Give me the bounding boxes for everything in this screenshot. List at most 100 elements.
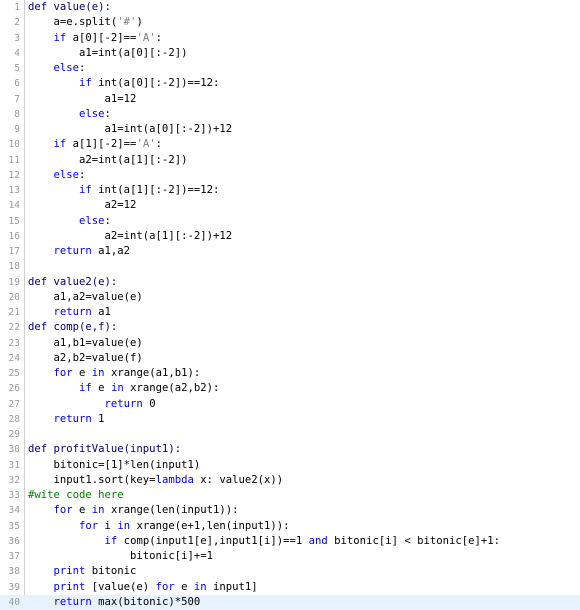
code-text: def value2(e): [28, 275, 117, 290]
code-token [28, 398, 105, 410]
code-text: return max(bitonic)*500 [28, 595, 201, 610]
code-token: ) [136, 16, 143, 29]
line-number: 37 [8, 551, 20, 562]
code-line[interactable]: 26 if e in xrange(a2,b2): [0, 381, 580, 396]
code-line[interactable]: 8 else: [0, 107, 580, 122]
code-text: print bitonic [28, 564, 137, 579]
code-token: bitonic=[1]*len(input1) [28, 458, 201, 471]
code-token: if [53, 31, 67, 44]
line-number: 12 [8, 169, 20, 181]
code-line[interactable]: 23 a1,b1=value(e) [0, 336, 580, 351]
code-line[interactable]: 13 if int(a[1][:-2])==12: [0, 183, 580, 198]
code-token: a2=12 [28, 199, 137, 212]
code-text: if a[1][-2]=='A': [28, 137, 162, 152]
code-line[interactable]: 11 a2=int(a[1][:-2]) [0, 153, 580, 168]
code-line[interactable]: 16 a2=int(a[1][:-2])+12 [0, 229, 580, 244]
code-line[interactable]: 34 for e in xrange(len(input1)): [0, 503, 580, 518]
code-line[interactable]: 37 bitonic[i]+=1 [0, 549, 580, 564]
code-line[interactable]: 21 return a1 [0, 305, 580, 320]
code-text: bitonic=[1]*len(input1) [28, 458, 201, 473]
code-token [28, 581, 54, 593]
code-text: input1.sort(key=lambda x: value2(x)) [28, 473, 284, 488]
code-text: for e in xrange(len(input1)): [28, 503, 239, 518]
code-text: return a1 [28, 305, 111, 320]
line-number: 33 [8, 490, 20, 501]
code-token [28, 565, 54, 577]
code-token: else [53, 62, 80, 74]
code-token: 'A' [136, 31, 156, 44]
code-token [28, 306, 54, 318]
code-line[interactable]: 20 a1,a2=value(e) [0, 290, 580, 305]
code-line[interactable]: 33#wite code here [0, 488, 580, 503]
code-line[interactable]: 38 print bitonic [0, 564, 580, 579]
code-line[interactable]: 2 a=e.split('#') [0, 15, 580, 30]
code-line[interactable]: 29 [0, 427, 580, 442]
code-line[interactable]: 36 if comp(input1[e],input1[i])==1 and b… [0, 534, 580, 549]
code-line[interactable]: 14 a2=12 [0, 198, 580, 213]
code-line[interactable]: 12 else: [0, 168, 580, 183]
code-token [28, 382, 79, 394]
code-line[interactable]: 17 return a1,a2 [0, 244, 580, 259]
code-text: if int(a[0][:-2])==12: [28, 76, 219, 91]
code-line[interactable]: 18 [0, 259, 580, 274]
code-token [28, 184, 79, 196]
code-line[interactable]: 32 input1.sort(key=lambda x: value2(x)) [0, 473, 580, 488]
code-text: else: [28, 107, 111, 122]
code-token: : [155, 31, 162, 44]
code-token: a[1][-2]== [66, 138, 137, 151]
code-text: a1=int(a[0][:-2]) [28, 46, 187, 61]
code-token: comp(input1[e],input1[i])==1 [117, 534, 309, 547]
code-text: def value(e): [28, 0, 111, 15]
code-line[interactable]: 10 if a[1][-2]=='A': [0, 137, 580, 152]
code-token: if [104, 534, 118, 547]
code-token: : [104, 214, 111, 227]
code-line[interactable]: 24 a2,b2=value(f) [0, 351, 580, 366]
code-line[interactable]: 19 def value2(e): [0, 275, 580, 290]
code-token: in [91, 504, 105, 517]
code-text: else: [28, 214, 111, 229]
code-token: if [53, 138, 67, 151]
line-number: 15 [8, 215, 20, 227]
code-line[interactable]: 31 bitonic=[1]*len(input1) [0, 458, 580, 473]
code-token: [value(e) [85, 580, 156, 593]
code-line[interactable]: 3 if a[0][-2]=='A': [0, 31, 580, 46]
code-token: a1=int(a[0][:-2])+12 [28, 123, 233, 135]
code-text: if comp(input1[e],input1[i])==1 and bito… [28, 534, 500, 549]
code-token: xrange(a2,b2): [123, 382, 220, 395]
code-line[interactable]: 15 else: [0, 214, 580, 229]
code-text: a1=int(a[0][:-2])+12 [28, 122, 233, 137]
line-number: 40 [8, 596, 20, 608]
code-token: a=e.split( [28, 16, 118, 29]
line-number: 34 [8, 505, 20, 517]
code-token: a1,b1=value(e) [28, 336, 143, 349]
code-line[interactable]: 35 for i in xrange(e+1,len(input1)): [0, 519, 580, 534]
code-token: def value2(e): [28, 275, 118, 288]
code-text: a1,b1=value(e) [28, 336, 143, 351]
code-text: print [value(e) for e in input1] [28, 580, 258, 595]
code-token: bitonic[i]+=1 [28, 550, 213, 562]
line-number: 5 [14, 63, 20, 74]
code-line[interactable]: 39 print [value(e) for e in input1] [0, 580, 580, 595]
code-line[interactable]: 28 return 1 [0, 412, 580, 427]
code-token: return [53, 412, 92, 425]
code-line[interactable]: 27 return 0 [0, 397, 580, 412]
code-line[interactable]: 40 return max(bitonic)*500 [0, 594, 580, 610]
code-token [28, 169, 54, 181]
code-token [28, 367, 54, 379]
line-number: 6 [14, 78, 20, 90]
line-number: 17 [8, 246, 20, 257]
line-number: 19 [8, 276, 20, 288]
code-line[interactable]: 5 else: [0, 61, 580, 76]
code-token: if [79, 184, 92, 196]
code-line[interactable]: 4 a1=int(a[0][:-2]) [0, 46, 580, 61]
code-token: return [53, 306, 92, 318]
code-line[interactable]: 9 a1=int(a[0][:-2])+12 [0, 122, 580, 137]
code-line[interactable]: 6 if int(a[0][:-2])==12: [0, 76, 580, 91]
code-token: bitonic[i] < bitonic[e]+1: [327, 534, 501, 547]
code-line[interactable]: 7 a1=12 [0, 92, 580, 107]
code-line[interactable]: 25 for e in xrange(a1,b1): [0, 366, 580, 381]
